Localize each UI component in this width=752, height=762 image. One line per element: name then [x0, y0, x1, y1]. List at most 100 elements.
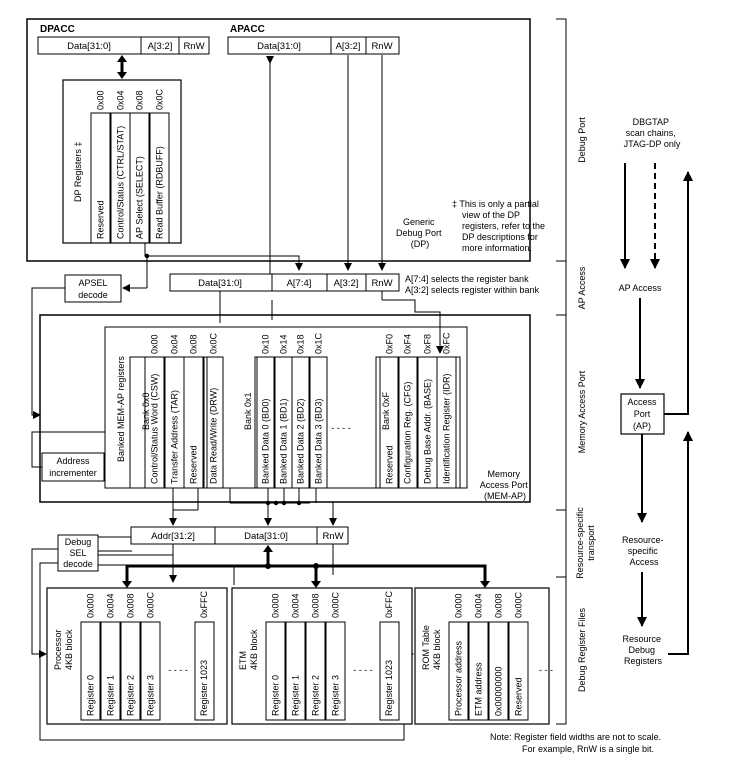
svg-text:Addr[31:2]: Addr[31:2]: [151, 531, 195, 542]
bankF-label: Bank 0xF: [381, 391, 391, 430]
bankF-offset-2: 0xF8: [423, 334, 433, 354]
register-block-2-ellipsis: - - -: [539, 665, 553, 675]
bankF-name-3: Identification Register (IDR): [442, 373, 452, 484]
block-processor: [46, 587, 228, 725]
bank1-name-3: Banked Data 3 (BD3): [314, 398, 324, 484]
register-block-0-reg-2: [120, 621, 141, 721]
bank1-name-1: Banked Data 1 (BD1): [279, 398, 289, 484]
register-block-2-offset-3: 0x00C: [514, 591, 524, 618]
svg-text:Port: Port: [634, 409, 651, 419]
bank1-name-2: Banked Data 2 (BD2): [296, 398, 306, 484]
dpacc-register: Data[31:0] A[3:2] RnW: [37, 36, 210, 55]
resource-bus: Addr[31:2] Data[31:0] RnW: [130, 526, 349, 545]
svg-text:Data[31:0]: Data[31:0]: [244, 531, 288, 542]
dpacc-title: DPACC: [40, 24, 75, 35]
register-block-1-reg-2: [305, 621, 326, 721]
register-block-2-offset-2: 0x008: [494, 593, 504, 618]
register-block-0-name-2: Register 2: [126, 675, 136, 716]
mem-ap-regs-title: Banked MEM-AP registers: [116, 356, 126, 462]
svg-text:A[3:2]: A[3:2]: [334, 278, 359, 289]
register-block-1-name-1: Register 1: [291, 675, 301, 716]
bank1-register-0: [256, 356, 275, 489]
side-label-memory-access-port: Memory Access Port: [577, 370, 587, 453]
apacc-register: Data[31:0] A[3:2] RnW: [227, 36, 400, 55]
apsel-decode-box: APSEL decode: [64, 274, 122, 303]
bankF-offset-1: 0xF4: [403, 334, 413, 354]
register-block-0-name-0: Register 0: [86, 675, 96, 716]
side-label-debug-register-files: Debug Register Files: [577, 607, 587, 692]
bank1-label: Bank 0x1: [243, 392, 253, 430]
register-block-1-reg-3: [325, 621, 346, 721]
svg-text:decode: decode: [63, 559, 93, 569]
register-block-1-name-last: Register 1023: [384, 660, 394, 716]
dp-register-2: [129, 112, 150, 244]
register-block-2-offset-1: 0x004: [474, 593, 484, 618]
dp-register-3: [149, 112, 170, 244]
bankF-offset-3: 0xFC: [442, 332, 452, 354]
resource-access-label: Resource- specific Access: [622, 535, 666, 567]
register-block-2-name-0: Processor address: [454, 640, 464, 716]
svg-text:Address: Address: [56, 456, 90, 466]
bankF-name-0: Reserved: [385, 445, 395, 484]
apacc-rnw-field: RnW: [371, 41, 392, 52]
dp-register-0: [90, 112, 111, 244]
bank0-name-3: Data Read/Write (DRW): [209, 388, 219, 484]
bankF-name-1: Configuration Reg. (CFG): [403, 381, 413, 484]
debug-port-frame: [26, 18, 531, 262]
register-block-0-ellipsis: - - - -: [168, 665, 188, 675]
register-block-0-offset-1: 0x004: [106, 593, 116, 618]
register-block-0-offset-0: 0x000: [86, 593, 96, 618]
register-block-2-reg-3: [508, 621, 529, 721]
svg-text:A[7:4]: A[7:4]: [287, 278, 312, 289]
dp-offset-3: 0x0C: [155, 88, 165, 110]
register-block-1-name-0: Register 0: [271, 675, 281, 716]
bank0-offset-3: 0x0C: [209, 332, 219, 354]
register-block-1-reg-last: [379, 621, 400, 721]
svg-text:incrementer: incrementer: [49, 468, 97, 478]
register-block-1-name-2: Register 2: [311, 675, 321, 716]
ap-access-bus: Data[31:0] A[7:4] A[3:2] RnW: [169, 273, 400, 292]
register-block-2-reg-2: [488, 621, 509, 721]
register-block-0-reg-0: [80, 621, 101, 721]
bank0-offset-0: 0x00: [150, 334, 160, 354]
register-block-1-ellipsis: - - - -: [353, 665, 373, 675]
bank1-register-2: [291, 356, 310, 489]
bank1-offset-3: 0x1C: [314, 332, 324, 354]
bank0-register-2: [183, 356, 204, 489]
register-block-2-reg-0: [448, 621, 469, 721]
ap-bus-notes: A[7:4] selects the register bank A[3:2] …: [405, 274, 540, 295]
side-label-resource-transport: Resource-specifictransport: [575, 507, 596, 579]
dpacc-addr-field: A[3:2]: [148, 41, 173, 52]
bankF-offset-0: 0xF0: [385, 334, 395, 354]
bank0-register-0: [144, 356, 165, 489]
register-block-0-reg-3: [140, 621, 161, 721]
access-port-box: Access Port (AP): [620, 393, 665, 435]
svg-text:(AP): (AP): [633, 421, 651, 431]
bank0-name-0: Control/Status Word (CSW): [150, 374, 160, 484]
bank0-name-1: Transfer Address (TAR): [170, 390, 180, 484]
bank0-offset-1: 0x04: [170, 334, 180, 354]
register-block-0-name-1: Register 1: [106, 675, 116, 716]
bank1-offset-1: 0x14: [279, 334, 289, 354]
bank1-offset-0: 0x10: [261, 334, 271, 354]
bank0-offset-2: 0x08: [189, 334, 199, 354]
resource-registers-label: Resource Debug Registers: [622, 634, 663, 666]
bank1-register-3: [309, 356, 328, 489]
dp-offset-0: 0x00: [96, 90, 106, 110]
dp-name-2: AP Select (SELECT): [135, 156, 145, 239]
svg-text:Data[31:0]: Data[31:0]: [198, 278, 242, 289]
register-block-1-offset-1: 0x004: [291, 593, 301, 618]
svg-text:Debug: Debug: [65, 537, 92, 547]
bank0-label: Bank 0x0: [141, 392, 151, 430]
bankF-name-2: Debug Base Addr. (BASE): [423, 379, 433, 484]
dp-name-1: Control/Status (CTRL/STAT): [116, 126, 126, 239]
side-label-ap-access: AP Access: [577, 266, 587, 309]
register-block-2-name-1: ETM address: [474, 662, 484, 716]
apacc-addr-field: A[3:2]: [336, 41, 361, 52]
register-block-0-offset-3: 0x00C: [146, 591, 156, 618]
